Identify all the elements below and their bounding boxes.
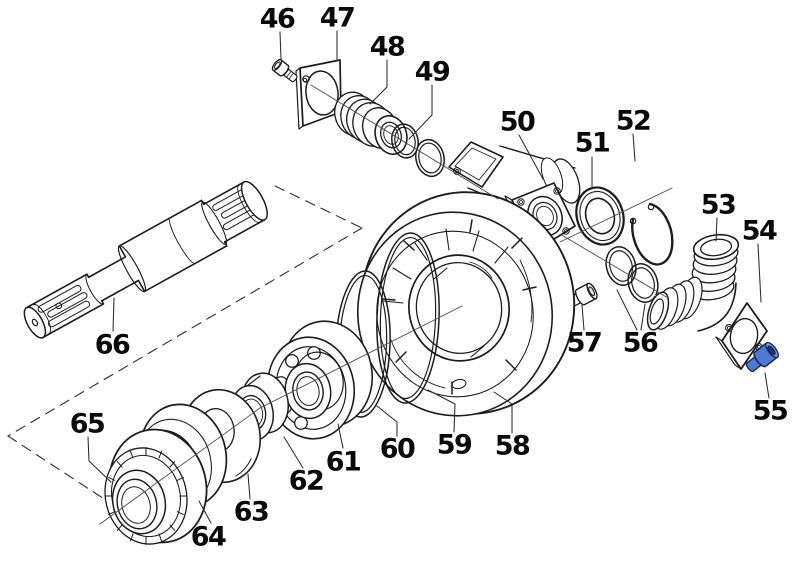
part-47-gasket-plate <box>295 59 342 130</box>
part-label-55: 55 <box>752 395 789 427</box>
part-54-gasket-plate <box>715 302 768 370</box>
part-66-pto-shaft <box>23 180 268 339</box>
part-label-57: 57 <box>566 327 603 359</box>
leader-lines <box>87 30 770 524</box>
leader-57 <box>581 304 585 331</box>
part-label-48: 48 <box>369 31 406 63</box>
dashed-line <box>7 227 363 437</box>
part-label-64: 64 <box>190 521 227 553</box>
bearing-rollers <box>105 447 187 545</box>
leader-59 <box>427 389 456 433</box>
part-label-66: 66 <box>94 329 131 361</box>
part-53-elbow-fitting <box>646 233 740 332</box>
part-49-o-rings <box>391 123 445 178</box>
dashed-line <box>274 185 363 229</box>
leader-65 <box>87 436 112 483</box>
inlet-flange <box>448 141 504 188</box>
part-label-54: 54 <box>741 215 778 247</box>
part-55-bolt-highlighted <box>745 341 779 373</box>
leader-48 <box>369 59 388 105</box>
axis-line <box>559 187 673 243</box>
part-label-65: 65 <box>69 408 106 440</box>
part-56-o-rings <box>605 246 659 303</box>
leader-50 <box>518 134 544 180</box>
part-label-52: 52 <box>615 105 652 137</box>
leader-64 <box>198 500 212 524</box>
part-label-58: 58 <box>494 430 531 462</box>
leader-53 <box>715 217 718 242</box>
part-52-circlip <box>629 202 674 266</box>
leader-49 <box>408 84 433 140</box>
part-51-seal-ring <box>575 186 625 246</box>
part-50-pump-body <box>448 141 581 252</box>
part-label-47: 47 <box>319 2 356 34</box>
leader-52 <box>632 133 636 162</box>
part-label-63: 63 <box>233 496 270 528</box>
leader-56 <box>616 289 646 331</box>
leader-54 <box>757 243 762 303</box>
explosion-dashed-lines <box>7 185 363 509</box>
axis-line <box>99 305 463 525</box>
leader-62 <box>283 436 304 469</box>
part-48-threaded-fitting <box>334 91 408 155</box>
part-label-53: 53 <box>700 189 737 221</box>
leader-63 <box>247 473 251 500</box>
leader-66 <box>112 297 115 332</box>
part-label-51: 51 <box>574 127 611 159</box>
part-label-46: 46 <box>259 3 296 35</box>
part-label-61: 61 <box>325 446 362 478</box>
axis-line <box>559 233 669 299</box>
dashed-line <box>7 435 119 509</box>
part-46-bolt <box>271 58 298 83</box>
part-label-49: 49 <box>414 56 451 88</box>
part-65-tapered-bearing <box>104 428 208 545</box>
axis-line <box>310 84 499 200</box>
part-label-50: 50 <box>499 106 536 138</box>
leader-55 <box>764 372 770 399</box>
center-axis-lines <box>99 84 673 525</box>
leader-61 <box>337 423 344 449</box>
leader-46 <box>279 31 282 60</box>
part-label-60: 60 <box>379 433 416 465</box>
part-label-62: 62 <box>288 465 325 497</box>
leader-58 <box>493 391 513 434</box>
leader-60 <box>376 405 398 437</box>
part-label-56: 56 <box>622 327 659 359</box>
part-label-59: 59 <box>436 429 473 461</box>
